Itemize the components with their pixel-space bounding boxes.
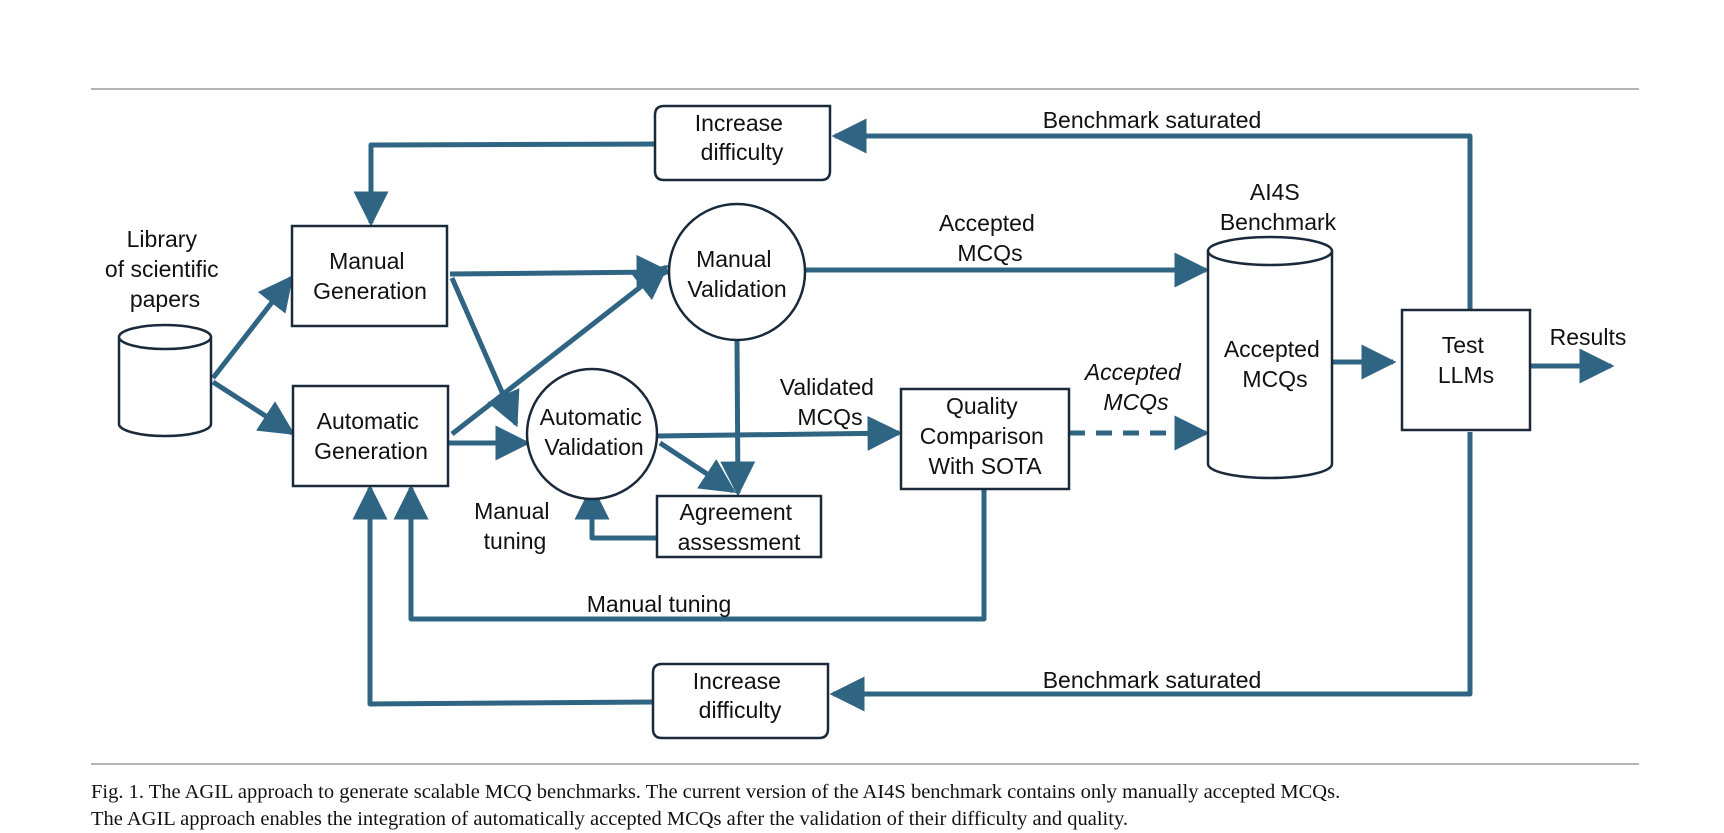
benchmark-contents-label: Accepted MCQs xyxy=(1224,336,1326,392)
automatic-validation-label: Automatic Validation xyxy=(540,404,649,460)
test-llms-label: Test LLMs xyxy=(1438,332,1494,388)
manual-generation-box xyxy=(290,224,449,328)
connectors xyxy=(211,118,1615,712)
figure-caption: Fig. 1. The AGIL approach to generate sc… xyxy=(91,779,1639,833)
benchmark-title-label: AI4S Benchmark xyxy=(1220,179,1337,235)
accepted-mcqs-automatic-label: Accepted MCQs xyxy=(1083,359,1187,415)
automatic-generation-label: Automatic Generation xyxy=(314,408,428,464)
test-llms-box xyxy=(1400,308,1532,432)
arrow-manual-gen-to-manual-val xyxy=(449,254,672,290)
benchmark-saturated-bottom-label: Benchmark saturated xyxy=(1043,667,1262,693)
caption-line-1: Fig. 1. The AGIL approach to generate sc… xyxy=(91,781,1341,803)
arrow-manual-val-to-agreement xyxy=(720,340,756,497)
quality-comparison-label: Quality Comparison With SOTA xyxy=(920,393,1050,479)
arrow-library-to-manual-gen xyxy=(211,275,294,380)
manual-generation-label: Manual Generation xyxy=(313,248,427,304)
increase-difficulty-top-label: Increase difficulty xyxy=(695,110,790,165)
arrow-saturated-to-increase-top xyxy=(831,118,1473,310)
arrow-automatic-gen-to-manual-val xyxy=(450,264,669,436)
library-cylinder xyxy=(117,323,213,438)
results-label: Results xyxy=(1550,324,1627,350)
library-label: Library of scientific papers xyxy=(105,226,225,312)
arrow-library-to-automatic-gen xyxy=(211,379,295,436)
arrow-increase-bottom-to-automatic-gen xyxy=(352,484,654,707)
agreement-assessment-label: Agreement assessment xyxy=(678,499,801,555)
arrow-manual-gen-to-automatic-val xyxy=(449,276,520,428)
accepted-mcqs-manual-label: Accepted MCQs xyxy=(939,210,1041,266)
arrow-quality-to-automatic-gen-tuning xyxy=(393,484,987,622)
arrow-agreement-to-automatic-val xyxy=(574,484,657,541)
arrow-automatic-val-to-agreement xyxy=(658,440,736,494)
ai4s-benchmark-cylinder xyxy=(1206,235,1334,480)
manual-tuning-small-label: Manual tuning xyxy=(474,498,556,554)
automatic-validation-circle xyxy=(525,367,659,501)
manual-tuning-long-label: Manual tuning xyxy=(587,591,732,617)
automatic-generation-box xyxy=(291,384,450,488)
arrow-saturated-to-increase-bottom xyxy=(829,432,1473,712)
agreement-assessment-box xyxy=(655,494,823,559)
validated-mcqs-label: Validated MCQs xyxy=(780,374,881,430)
quality-comparison-box xyxy=(899,387,1071,491)
arrow-increase-top-to-manual-gen xyxy=(353,141,656,227)
increase-difficulty-bottom-label: Increase difficulty xyxy=(693,668,788,723)
manual-validation-circle xyxy=(667,202,807,342)
increase-difficulty-top-box xyxy=(653,104,832,182)
benchmark-saturated-top-label: Benchmark saturated xyxy=(1043,107,1262,133)
caption-line-2: The AGIL approach enables the integratio… xyxy=(91,808,1128,830)
increase-difficulty-bottom-box xyxy=(651,662,830,740)
arrow-automatic-val-to-quality xyxy=(655,415,903,451)
manual-validation-label: Manual Validation xyxy=(687,246,786,302)
